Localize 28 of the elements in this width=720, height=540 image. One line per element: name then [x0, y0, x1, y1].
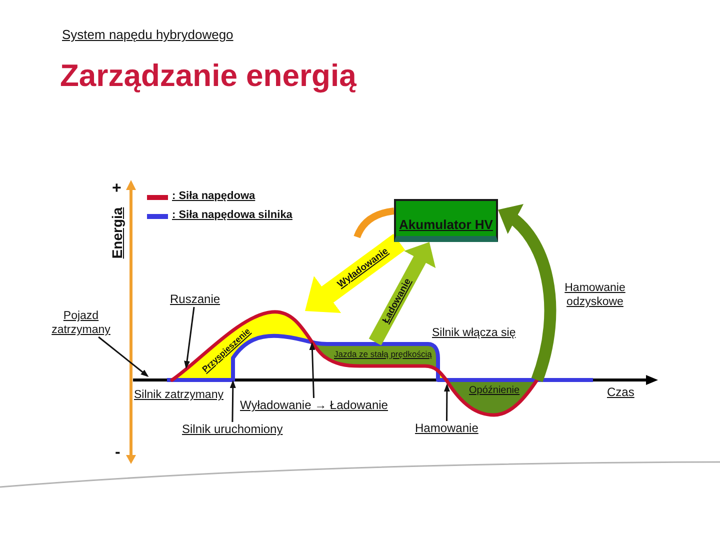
flow-arrow: [368, 242, 436, 346]
leader-line: [309, 342, 316, 398]
axis-sign: -: [115, 445, 120, 461]
legend-text: : Siła napędowa silnika: [172, 208, 292, 222]
flow-arrow: [498, 206, 556, 382]
axis-title: Czas: [607, 385, 634, 400]
box-label: Akumulator HV: [399, 217, 493, 232]
annotation-text: Silnik włącza się: [432, 326, 516, 340]
axis-sign: +: [112, 181, 122, 197]
annotation-text: Ruszanie: [170, 292, 220, 307]
flow-arrow: [305, 234, 406, 313]
annotation-text: Wyładowanie → Ładowanie: [240, 398, 388, 413]
leader-line: [184, 306, 195, 369]
area-label: Jazda ze stałą prędkością: [334, 349, 432, 360]
legend-text: : Siła napędowa: [172, 189, 256, 203]
axis-title: Energia: [109, 207, 125, 259]
subtitle-text: System napędu hybrydowego: [62, 27, 234, 43]
annotation-text: Pojazd zatrzymany: [46, 309, 116, 337]
leader-line: [230, 380, 236, 422]
annotation-text: Hamowanie: [415, 421, 478, 436]
annotation-text: Silnik uruchomiony: [182, 422, 283, 437]
battery-box: [394, 199, 498, 242]
leader-line: [98, 336, 149, 377]
annotation-text: Silnik zatrzymany: [134, 388, 224, 402]
area-label: Opóźnienie: [469, 385, 520, 397]
page-title: Zarządzanie energią: [60, 58, 356, 94]
leader-line: [444, 384, 450, 421]
edge-label: Hamowanie odzyskowe: [564, 281, 626, 309]
